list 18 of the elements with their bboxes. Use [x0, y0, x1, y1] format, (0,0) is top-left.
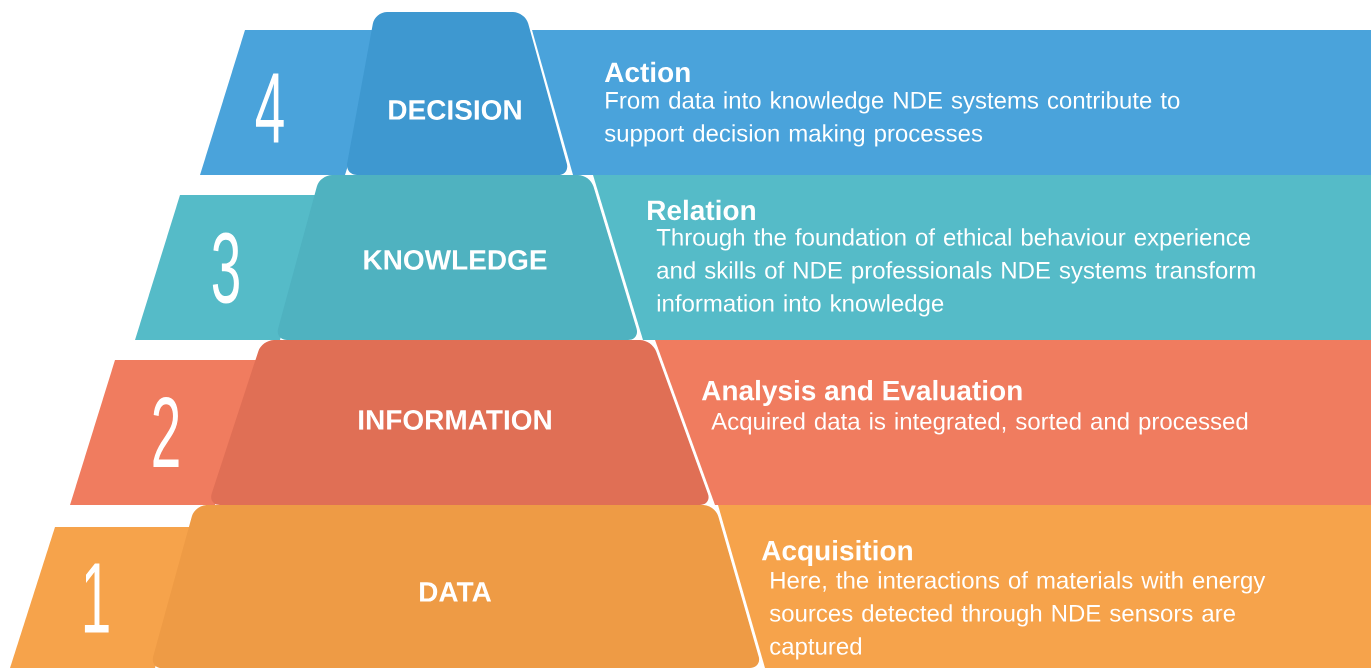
step-band: 4 [200, 30, 390, 175]
pyramid-level: KNOWLEDGE [277, 175, 638, 340]
step-band: 2 [70, 360, 260, 505]
level-description: Acquired data is integrated, sorted and processed [711, 412, 1248, 435]
description-band [593, 175, 1371, 340]
step-band: 1 [10, 527, 200, 668]
level-description: Here, the interactions of materials with energy sources detected through NDE sensors are captured [769, 571, 1266, 660]
level-description: From data into knowledge NDE systems contribute to support decision making processes [604, 91, 1180, 147]
description-band [532, 30, 1371, 175]
level-description: Through the foundation of ethical behaviour experience and skills of NDE professionals NDE systems transform information into knowledge [656, 228, 1255, 317]
description-band [718, 505, 1371, 668]
level-heading: Relation [648, 199, 755, 221]
level-heading: Acquisition [761, 539, 912, 567]
pyramid-level: DATA [152, 505, 760, 668]
step-band: 3 [135, 195, 320, 340]
description-band [655, 340, 1371, 505]
pyramid-level: DECISION [347, 12, 568, 175]
level-heading: Action [604, 61, 690, 83]
